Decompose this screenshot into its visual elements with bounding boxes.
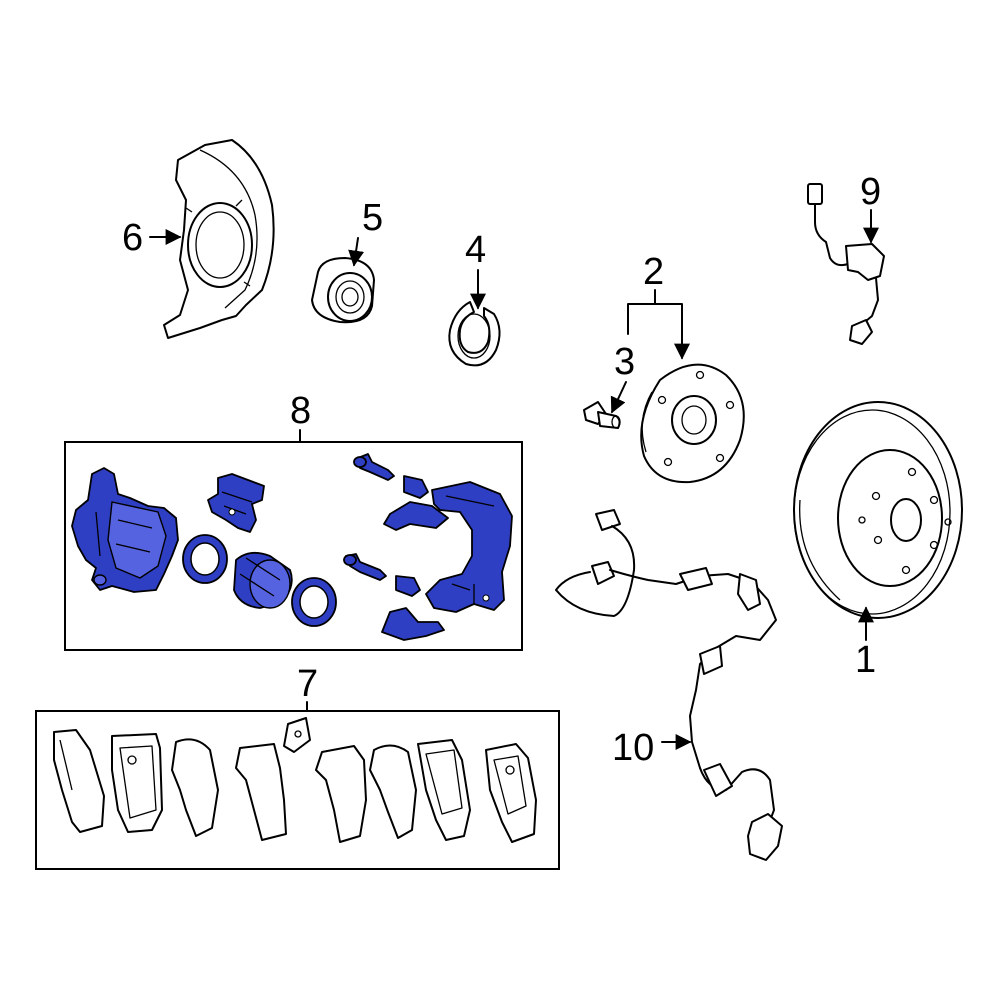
splash-shield-part[interactable] bbox=[163, 139, 275, 339]
callout-6-label: 6 bbox=[122, 217, 143, 259]
callout-5: 5 bbox=[348, 197, 383, 267]
wheel-bearing-part[interactable] bbox=[311, 257, 375, 324]
pad-shim-2-part[interactable] bbox=[171, 738, 219, 837]
callout-4: 4 bbox=[465, 229, 486, 310]
caliper-mount-bracket-part[interactable] bbox=[425, 481, 513, 613]
guide-pin-upper-part[interactable] bbox=[353, 453, 395, 481]
caliper-seal-part[interactable] bbox=[182, 534, 228, 584]
callout-5-label: 5 bbox=[362, 197, 383, 239]
caliper-assembly-box bbox=[64, 441, 523, 651]
pad-shim-3-part[interactable] bbox=[235, 743, 287, 841]
pad-shim-1-part[interactable] bbox=[53, 729, 105, 833]
dust-boot-part[interactable] bbox=[291, 577, 337, 627]
brake-rotor-part[interactable] bbox=[793, 401, 963, 619]
abs-wire-harness-part[interactable] bbox=[555, 509, 783, 861]
callout-4-label: 4 bbox=[465, 229, 486, 271]
pad-wear-indicator-part[interactable] bbox=[283, 717, 311, 753]
callout-6: 6 bbox=[122, 217, 182, 259]
guide-pin-lower-part[interactable] bbox=[343, 553, 387, 581]
caliper-bracket-clip-part[interactable] bbox=[207, 473, 265, 533]
brake-pad-box bbox=[35, 710, 560, 870]
caliper-body-part[interactable] bbox=[71, 467, 179, 593]
pad-retainer-lower-part[interactable] bbox=[381, 607, 445, 641]
brake-pad-2-part[interactable] bbox=[417, 739, 471, 841]
wheel-stud-part[interactable] bbox=[583, 401, 621, 429]
snap-ring-part[interactable] bbox=[448, 301, 501, 367]
callout-2-label: 2 bbox=[643, 251, 664, 293]
callout-7-label: 7 bbox=[297, 663, 318, 705]
speed-sensor-part[interactable] bbox=[807, 183, 885, 345]
wheel-hub-part[interactable] bbox=[640, 363, 745, 484]
pad-shim-5-part[interactable] bbox=[369, 744, 417, 839]
callout-1-label: 1 bbox=[855, 639, 876, 681]
callout-10: 10 bbox=[612, 727, 692, 769]
brake-pad-1-part[interactable] bbox=[111, 733, 163, 833]
brake-pad-group: 7 bbox=[35, 663, 560, 870]
caliper-piston-part[interactable] bbox=[233, 551, 293, 609]
caliper-assembly-group: 8 bbox=[64, 390, 523, 651]
pad-retainer-upper-part[interactable] bbox=[383, 501, 449, 531]
pad-shim-4-part[interactable] bbox=[315, 745, 367, 843]
brake-pad-3-part[interactable] bbox=[485, 743, 537, 843]
callout-10-label: 10 bbox=[612, 727, 654, 769]
guide-pin-boot-upper-part[interactable] bbox=[403, 475, 429, 499]
guide-pin-boot-lower-part[interactable] bbox=[395, 575, 421, 597]
callout-9: 9 bbox=[860, 171, 881, 244]
callout-9-label: 9 bbox=[860, 171, 881, 213]
callout-1: 1 bbox=[855, 606, 876, 681]
callout-3: 3 bbox=[610, 341, 635, 414]
callout-8-label: 8 bbox=[290, 390, 311, 432]
callout-3-label: 3 bbox=[614, 341, 635, 383]
callout-2: 2 bbox=[627, 251, 690, 360]
